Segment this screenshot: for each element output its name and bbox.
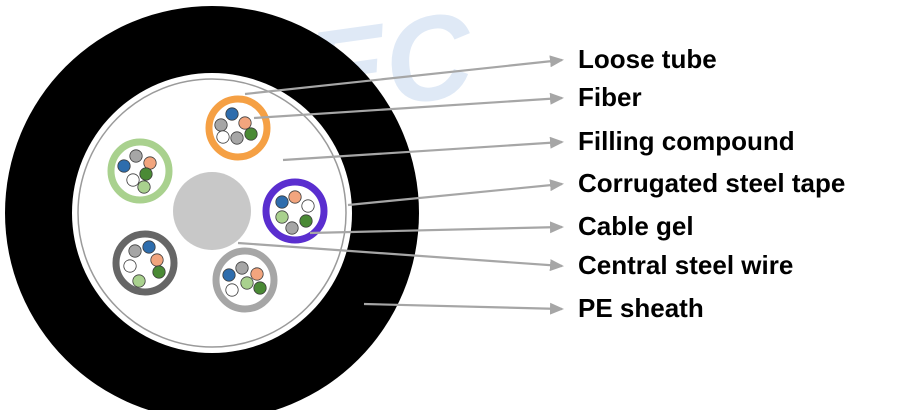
- fiber-blue: [222, 268, 236, 282]
- fiber-blue: [275, 195, 289, 209]
- leader-line-fiber: [253, 92, 564, 120]
- fiber-gray: [214, 118, 228, 132]
- leader-line-pe-sheath: [363, 302, 564, 315]
- leader-line-central-steel-wire: [237, 241, 564, 272]
- fiber-gray: [235, 261, 249, 275]
- loose-tubes-group: [107, 95, 328, 313]
- fiber-gray: [129, 149, 143, 163]
- loose-tube-wall: [107, 138, 173, 204]
- fiber-green: [139, 167, 153, 181]
- fiber-blue: [117, 159, 131, 173]
- loose-tube: [205, 95, 271, 161]
- loose-tube: [212, 247, 278, 313]
- loose-tube: [107, 138, 173, 204]
- fiber-white: [225, 283, 239, 297]
- fiber-orange: [250, 267, 264, 281]
- fiber-green: [244, 127, 258, 141]
- fiber-white: [216, 130, 230, 144]
- leader-line-filling-compound: [282, 136, 564, 162]
- label-pe-sheath: PE sheath: [578, 293, 704, 323]
- fiber-white: [123, 259, 137, 273]
- leader-line-loose-tube: [244, 55, 564, 96]
- leader-lines: [237, 55, 564, 315]
- label-filling-compound: Filling compound: [578, 126, 795, 156]
- fiber-blue: [225, 107, 239, 121]
- leader-line-corrugated-steel-tape: [347, 179, 564, 207]
- fiber-green: [253, 281, 267, 295]
- central-steel-wire: [173, 172, 251, 250]
- fiber-light-green: [137, 180, 151, 194]
- fiber-gray: [285, 221, 299, 235]
- fiber-orange: [150, 253, 164, 267]
- fiber-white: [126, 173, 140, 187]
- fiber-gray: [230, 131, 244, 145]
- fiber-light-green: [132, 274, 146, 288]
- label-loose-tube: Loose tube: [578, 44, 717, 74]
- fiber-green: [299, 214, 313, 228]
- label-cable-gel: Cable gel: [578, 211, 694, 241]
- fiber-green: [152, 265, 166, 279]
- fiber-light-green: [275, 210, 289, 224]
- label-central-steel-wire: Central steel wire: [578, 250, 793, 280]
- fiber-orange: [238, 116, 252, 130]
- fiber-white: [301, 199, 315, 213]
- fiber-orange: [288, 190, 302, 204]
- leader-line-cable-gel: [309, 221, 564, 235]
- label-fiber: Fiber: [578, 82, 642, 112]
- fiber-gray: [128, 244, 142, 258]
- cable: [5, 6, 419, 410]
- loose-tube: [112, 230, 178, 296]
- fiber-blue: [142, 240, 156, 254]
- label-corrugated-steel-tape: Corrugated steel tape: [578, 168, 845, 198]
- fiber-orange: [143, 156, 157, 170]
- loose-tube: [262, 178, 328, 244]
- fiber-light-green: [240, 276, 254, 290]
